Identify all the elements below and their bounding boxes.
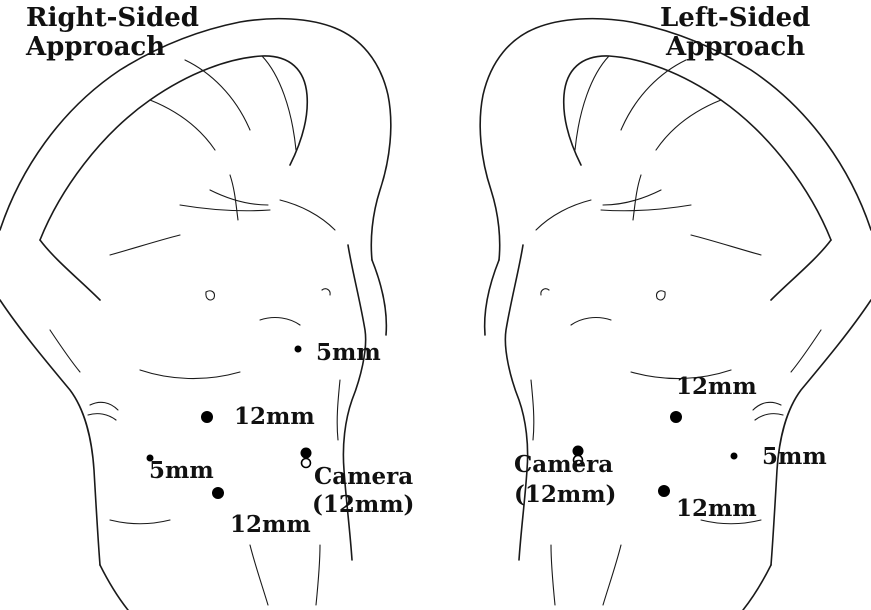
left-port-lower-12mm-marker — [658, 485, 670, 497]
right-port-camera-label-line2: (12mm) — [312, 492, 414, 518]
left-port-upper-12mm-label: 12mm — [676, 374, 757, 400]
left-port-mid-5mm-label: 5mm — [762, 444, 827, 470]
right-port-left-5mm-label: 5mm — [149, 458, 214, 484]
left-port-camera-label-line1: Camera — [514, 452, 613, 478]
right-port-camera-label-line1: Camera — [314, 464, 413, 490]
left-panel-title-line2: Approach — [666, 33, 805, 62]
right-panel-title-line1: Right-Sided — [26, 4, 199, 33]
right-port-mid-12mm-label: 12mm — [234, 404, 315, 430]
right-port-lower-12mm-label: 12mm — [230, 512, 311, 538]
right-panel-title-line2: Approach — [26, 33, 165, 62]
left-panel-title-line1: Left-Sided — [660, 4, 810, 33]
left-port-mid-5mm-marker — [731, 453, 738, 460]
right-port-upper-5mm-label: 5mm — [316, 340, 381, 366]
left-port-upper-12mm-marker — [670, 411, 682, 423]
left-port-lower-12mm-label: 12mm — [676, 496, 757, 522]
left-port-camera-label-line2: (12mm) — [514, 482, 616, 508]
